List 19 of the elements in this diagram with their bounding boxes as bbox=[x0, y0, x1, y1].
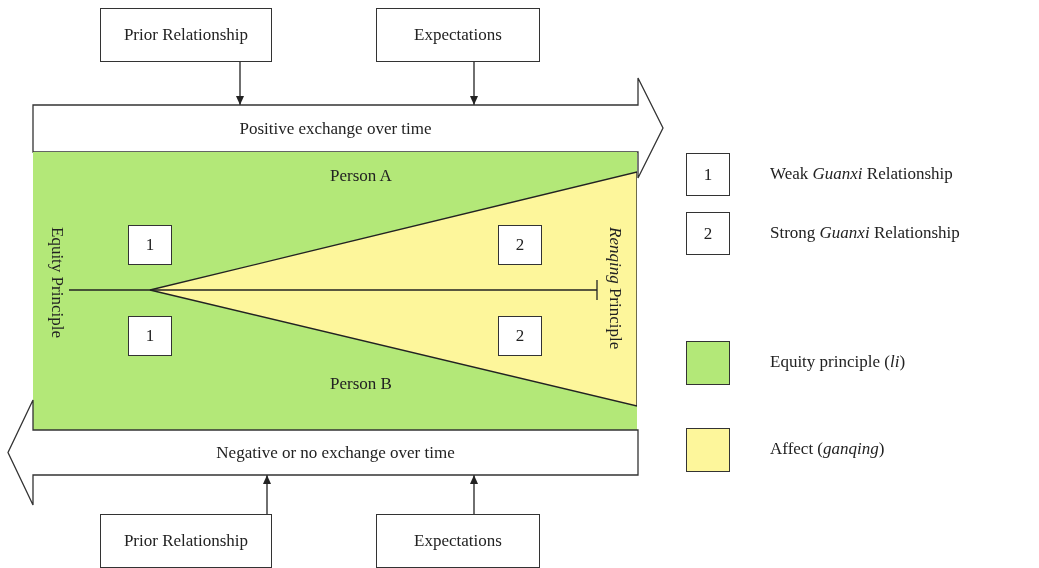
number-box: 2 bbox=[686, 212, 730, 255]
legend-text: Strong Guanxi Relationship bbox=[770, 223, 960, 243]
number-box: 1 bbox=[128, 316, 172, 356]
legend-text: Equity principle (li) bbox=[770, 352, 906, 372]
factor-box: Expectations bbox=[376, 8, 540, 62]
number-box: 1 bbox=[128, 225, 172, 265]
principle-label: Renqing Principle bbox=[605, 227, 625, 350]
factor-box: Prior Relationship bbox=[100, 8, 272, 62]
person-label: Person B bbox=[330, 374, 392, 394]
number-box: 2 bbox=[498, 225, 542, 265]
number-box: 2 bbox=[498, 316, 542, 356]
equity-panel bbox=[33, 152, 637, 430]
principle-label: Equity Principle bbox=[47, 227, 67, 338]
number-box: 1 bbox=[686, 153, 730, 196]
legend-text: Affect (ganqing) bbox=[770, 439, 885, 459]
exchange-arrow-band: Negative or no exchange over time bbox=[8, 400, 638, 505]
factor-box: Expectations bbox=[376, 514, 540, 568]
legend-text: Weak Guanxi Relationship bbox=[770, 164, 953, 184]
factor-box: Prior Relationship bbox=[100, 514, 272, 568]
